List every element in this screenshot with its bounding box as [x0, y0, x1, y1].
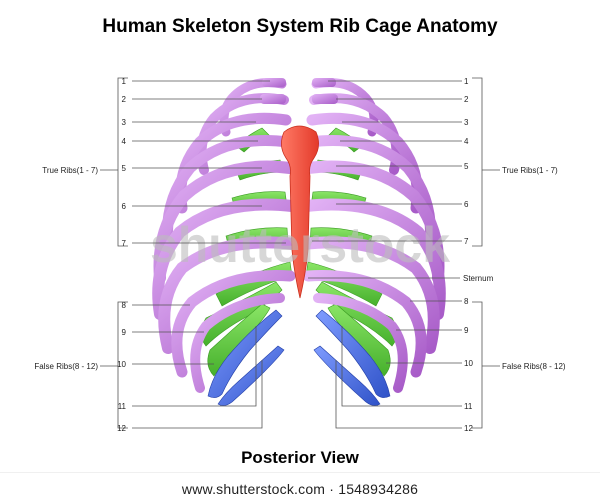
rib-number-labels: 1 2 3 4 5 6 7 8 9 10 11 12 1 2 3 4 5 6 7…	[117, 77, 473, 433]
left-rib-label-10: 10	[117, 360, 126, 369]
right-rib-label-11: 11	[464, 402, 473, 411]
right-rib-label-1: 1	[464, 77, 469, 86]
left-rib-label-8: 8	[122, 301, 127, 310]
view-label: Posterior View	[241, 448, 359, 467]
left-rib-label-5: 5	[122, 164, 127, 173]
footer-bar: www.shutterstock.com · 1548934286	[0, 472, 600, 504]
right-rib-label-10: 10	[464, 359, 473, 368]
right-rib-label-4: 4	[464, 137, 469, 146]
right-rib-label-3: 3	[464, 118, 469, 127]
right-rib-label-9: 9	[464, 326, 469, 335]
right-rib-label-6: 6	[464, 200, 469, 209]
left-rib-label-2: 2	[122, 95, 127, 104]
sternum-label: Sternum	[463, 274, 494, 283]
sternum-bone	[281, 125, 319, 299]
left-rib-label-12: 12	[117, 424, 126, 433]
rib-cage-illustration	[152, 78, 446, 406]
left-false-ribs-label: False Ribs(8 - 12)	[34, 362, 98, 371]
footer-text: www.shutterstock.com · 1548934286	[181, 481, 419, 497]
left-rib-label-3: 3	[122, 118, 127, 127]
right-true-ribs-label: True Ribs(1 - 7)	[502, 166, 558, 175]
rib-heads	[260, 78, 338, 104]
watermark: shutterstock	[150, 217, 450, 273]
ribs	[152, 78, 446, 393]
left-rib-label-6: 6	[122, 202, 127, 211]
right-rib-label-12: 12	[464, 424, 473, 433]
group-labels: True Ribs(1 - 7) False Ribs(8 - 12) True…	[34, 166, 565, 371]
floating-ribs	[207, 309, 391, 406]
left-rib-label-4: 4	[122, 137, 127, 146]
left-rib-label-9: 9	[122, 328, 127, 337]
left-true-ribs-label: True Ribs(1 - 7)	[42, 166, 98, 175]
right-rib-label-7: 7	[464, 237, 469, 246]
right-rib-label-2: 2	[464, 95, 469, 104]
right-rib-label-8: 8	[464, 297, 469, 306]
left-rib-label-11: 11	[118, 402, 127, 411]
left-rib-label-7: 7	[122, 239, 127, 248]
diagram-title: Human Skeleton System Rib Cage Anatomy	[102, 16, 498, 37]
right-false-ribs-label: False Ribs(8 - 12)	[502, 362, 566, 371]
left-rib-label-1: 1	[122, 77, 127, 86]
leader-lines	[100, 77, 500, 429]
right-rib-label-5: 5	[464, 162, 469, 171]
